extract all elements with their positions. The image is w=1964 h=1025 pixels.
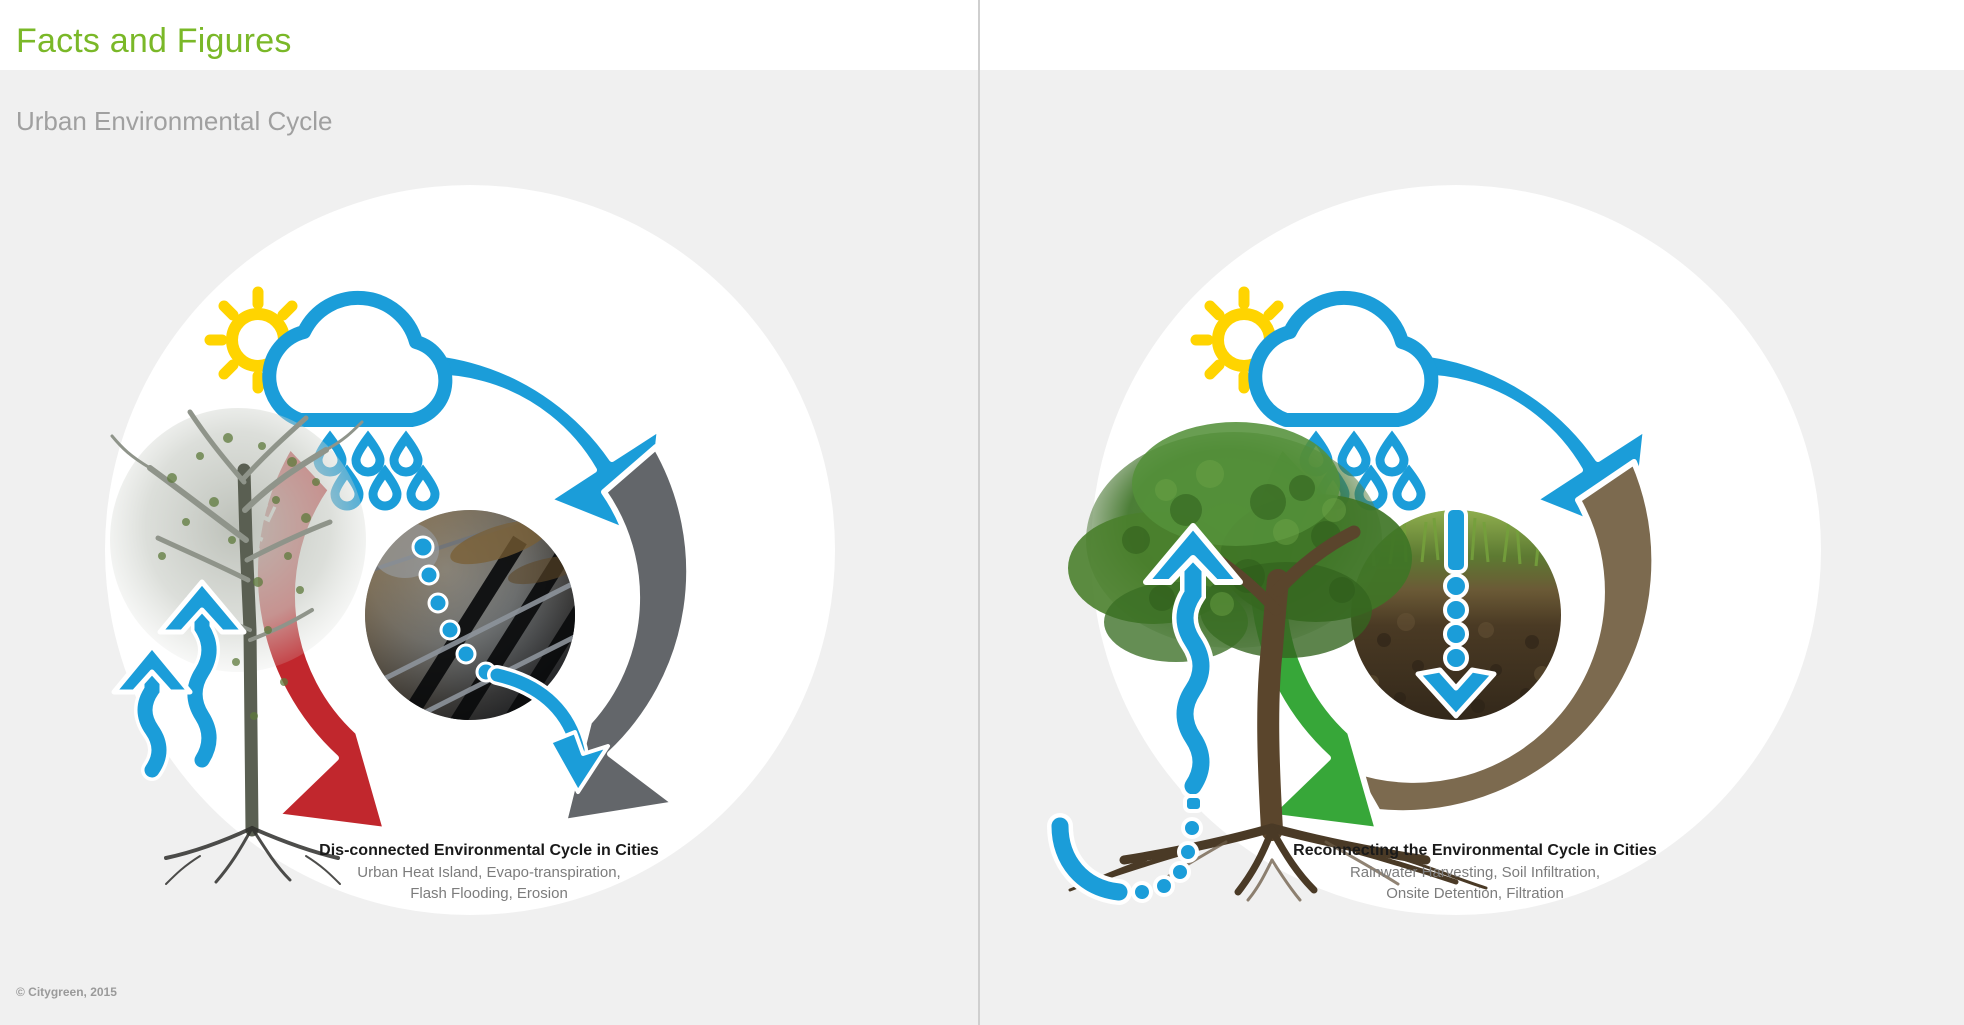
section-subtitle: Urban Environmental Cycle — [16, 106, 333, 136]
caption-line-1: Rainwater Harvesting, Soil Infiltration, — [1349, 864, 1601, 881]
page-title: Facts and Figures — [16, 22, 292, 60]
caption-line-2: Onsite Detention, Filtration — [1386, 885, 1564, 902]
caption-line-2: Flash Flooding, Erosion — [410, 885, 568, 902]
evaporation-arrow-icon — [111, 579, 247, 781]
bare-sparse-tree-photo — [110, 408, 366, 885]
lush-tree-with-roots-photo — [1068, 422, 1488, 902]
infiltration-arrow-icon — [1415, 506, 1497, 719]
footer-copyright: © Citygreen, 2015 — [16, 985, 117, 999]
rain-cloud-icon — [262, 290, 453, 511]
panel-divider — [978, 0, 980, 1025]
disconnected-cycle-svg: WATER STREETS PLANT LIFE — [0, 70, 835, 915]
caption-title: Reconnecting the Environmental Cycle in … — [1293, 842, 1657, 859]
page-header: Facts and Figures — [0, 0, 1964, 70]
caption-disconnected: Dis-connected Environmental Cycle in Cit… — [139, 840, 839, 904]
runoff-arrow-icon — [487, 665, 610, 794]
diagram-disconnected-cycle: WATER STREETS PLANT LIFE — [0, 70, 978, 1025]
root-uptake-arrow-icon — [1047, 523, 1243, 905]
reconnected-cycle-svg: WATER EARTH PLANT LIFE — [1047, 185, 1821, 915]
caption-line-1: Urban Heat Island, Evapo-transpiration, — [357, 864, 621, 881]
diagram-reconnected-cycle: WATER EARTH PLANT LIFE — [986, 70, 1964, 1025]
caption-reconnected: Reconnecting the Environmental Cycle in … — [1125, 840, 1825, 904]
caption-title: Dis-connected Environmental Cycle in Cit… — [319, 842, 659, 859]
